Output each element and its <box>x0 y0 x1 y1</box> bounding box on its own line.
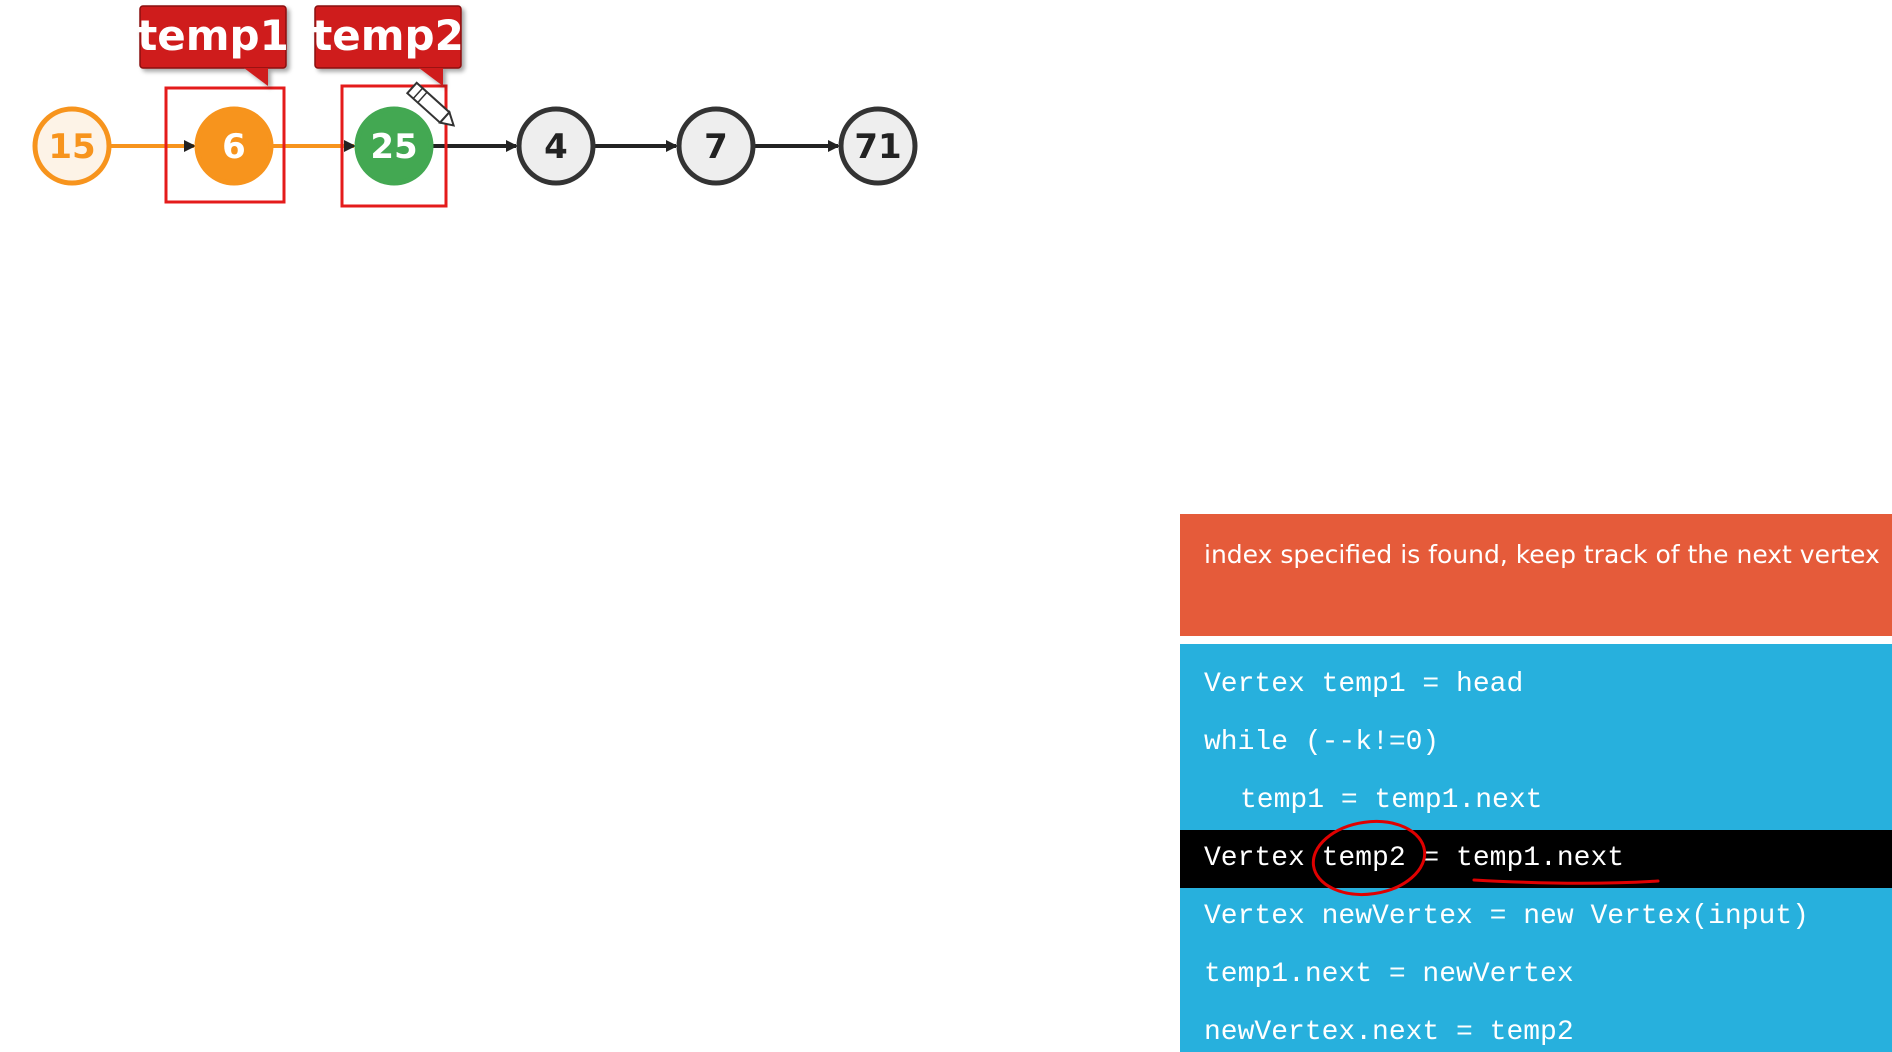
pointer-tag-temp1: temp1 <box>137 5 289 86</box>
vertex-label: 7 <box>704 127 728 167</box>
pointer-tag-label: temp1 <box>137 11 289 60</box>
vertex-4: 4 <box>516 106 596 186</box>
pseudocode-panel: Vertex temp1 = head while (--k!=0) temp1 =… <box>1180 644 1892 1052</box>
vertex-label: 25 <box>370 127 417 167</box>
code-line: newVertex.next = temp2 <box>1204 1017 1574 1048</box>
vertex-label: 6 <box>222 127 246 167</box>
vertex-15: 15 <box>32 106 112 186</box>
pointer-tag-label: temp2 <box>312 11 464 60</box>
vertex-6: 6 <box>194 106 274 186</box>
linked-list-diagram: 15 6 25 4 7 71 temp1 temp2 <box>32 5 918 208</box>
vertex-25: 25 <box>354 106 434 186</box>
status-message: index specified is found, keep track of … <box>1204 540 1880 569</box>
code-line: while (--k!=0) <box>1204 727 1440 758</box>
vertex-7: 7 <box>676 106 756 186</box>
pencil-cursor-icon <box>405 81 456 127</box>
code-line: temp1.next = newVertex <box>1204 959 1574 990</box>
vertex-71: 71 <box>838 106 918 186</box>
vertex-label: 15 <box>48 127 95 167</box>
code-line: temp1 = temp1.next <box>1240 785 1543 816</box>
vertex-label: 71 <box>854 127 901 167</box>
status-panel: index specified is found, keep track of … <box>1180 514 1892 636</box>
code-line: Vertex temp1 = head <box>1204 669 1524 700</box>
highlight-box-temp1 <box>164 86 286 204</box>
highlight-box-temp2 <box>340 84 448 208</box>
code-line-active: Vertex temp2 = temp1.next <box>1180 830 1892 888</box>
vertex-label: 4 <box>544 127 568 167</box>
code-line: Vertex newVertex = new Vertex(input) <box>1204 901 1809 932</box>
pointer-tag-temp2: temp2 <box>312 5 464 86</box>
